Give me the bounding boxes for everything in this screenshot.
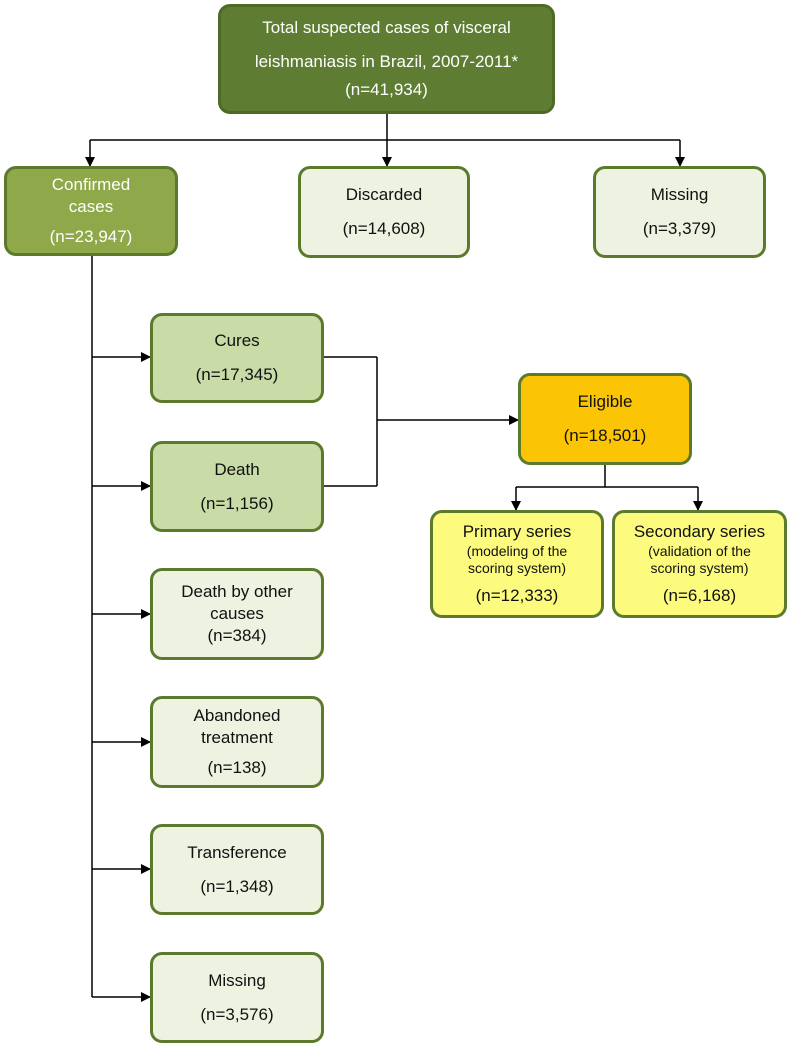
discarded-label: Discarded (345, 185, 423, 204)
eligible-count: (n=18,501) (563, 426, 647, 445)
primary-series-desc-line-1: (modeling of the (466, 543, 568, 559)
abandoned-label-line-1: Abandoned (193, 706, 281, 725)
eligible-label: Eligible (577, 392, 633, 411)
cures-box: Cures (n=17,345) (150, 313, 324, 403)
transference-count: (n=1,348) (200, 876, 274, 896)
abandoned-count: (n=138) (207, 758, 267, 777)
death-other-label-line-1: Death by other (181, 582, 293, 601)
confirmed-label-line-1: Confirmed (51, 175, 131, 194)
secondary-series-desc-line-1: (validation of the (648, 543, 751, 559)
secondary-series-title: Secondary series (633, 522, 766, 541)
death-other-label-line-2: causes (210, 604, 264, 623)
abandoned-treatment-box: Abandoned treatment (n=138) (150, 696, 324, 788)
root-count: (n=41,934) (345, 80, 428, 99)
primary-series-title: Primary series (462, 522, 572, 541)
death-label: Death (214, 459, 260, 479)
cures-count: (n=17,345) (195, 365, 279, 384)
secondary-series-box: Secondary series (validation of the scor… (612, 510, 787, 618)
transference-label: Transference (187, 842, 287, 862)
missing-top-label: Missing (650, 185, 709, 204)
death-other-causes-box: Death by other causes (n=384) (150, 568, 324, 660)
missing-outcome-label: Missing (208, 970, 266, 990)
confirmed-label-line-2: cases (68, 197, 114, 216)
root-title-line-2: leishmaniasis in Brazil, 2007-2011* (254, 52, 519, 71)
secondary-series-desc-line-2: scoring system) (650, 560, 749, 576)
discarded-box: Discarded (n=14,608) (298, 166, 470, 258)
missing-outcome-box: Missing (n=3,576) (150, 952, 324, 1043)
missing-outcome-count: (n=3,576) (200, 1004, 274, 1024)
total-suspected-cases-box: Total suspected cases of visceral leishm… (218, 4, 555, 114)
abandoned-label-line-2: treatment (201, 728, 273, 747)
death-other-count: (n=384) (207, 626, 267, 645)
confirmed-count: (n=23,947) (49, 227, 133, 246)
death-count: (n=1,156) (200, 493, 274, 513)
secondary-series-count: (n=6,168) (662, 586, 737, 605)
eligible-box: Eligible (n=18,501) (518, 373, 692, 465)
primary-series-count: (n=12,333) (475, 586, 559, 605)
discarded-count: (n=14,608) (342, 219, 426, 238)
root-title-line-1: Total suspected cases of visceral (262, 18, 511, 37)
transference-box: Transference (n=1,348) (150, 824, 324, 915)
cures-label: Cures (214, 331, 260, 350)
confirmed-cases-box: Confirmed cases (n=23,947) (4, 166, 178, 256)
missing-top-box: Missing (n=3,379) (593, 166, 766, 258)
primary-series-desc-line-2: scoring system) (467, 560, 567, 576)
missing-top-count: (n=3,379) (642, 219, 717, 238)
primary-series-box: Primary series (modeling of the scoring … (430, 510, 604, 618)
death-box: Death (n=1,156) (150, 441, 324, 532)
